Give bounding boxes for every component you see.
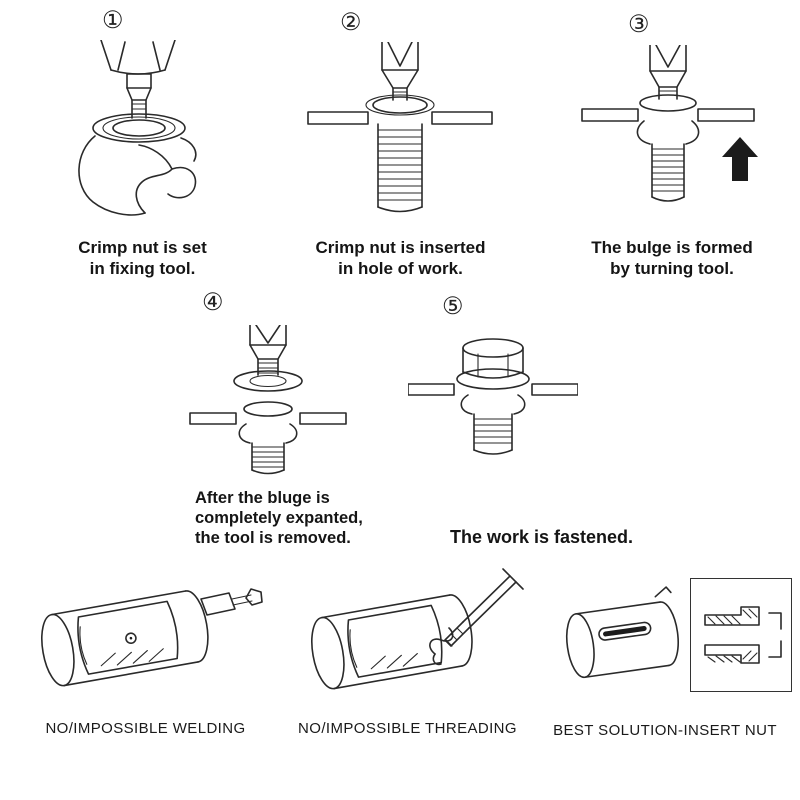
no-threading-illustration: [311, 568, 524, 690]
step2-caption: Crimp nut is inserted in hole of work.: [298, 238, 503, 279]
caption-line: completely expanted,: [195, 509, 363, 528]
step5-number: ⑤: [442, 293, 464, 320]
insert-nut-cross-section: [704, 606, 782, 664]
step3-caption: The bulge is formed by turning tool.: [572, 238, 772, 279]
step4-caption: After the bluge is completely expanted, …: [195, 488, 390, 548]
step5-caption: The work is fastened.: [450, 527, 660, 549]
caption-line: Crimp nut is set: [78, 238, 207, 257]
insert-nut-detail-box: [690, 578, 792, 692]
step2-number: ②: [340, 9, 362, 36]
caption-line: in fixing tool.: [89, 258, 196, 278]
step4-illustration: [189, 325, 347, 475]
no-welding-illustration: [41, 588, 263, 687]
insert-nut-label: BEST SOLUTION-INSERT NUT: [553, 722, 777, 739]
caption-line: in hole of work.: [338, 258, 463, 278]
up-arrow-icon: [722, 137, 758, 181]
tap-tool-icon: [462, 575, 517, 629]
caption-line: The work is fastened.: [450, 527, 634, 547]
caption-line: Crimp nut is inserted: [315, 238, 486, 257]
caption-line: the tool is removed.: [195, 529, 351, 548]
step4-number: ④: [202, 289, 224, 316]
clamp-icon: [200, 592, 236, 616]
step5-illustration: [408, 338, 578, 455]
step1-illustration: [78, 40, 197, 216]
insert-nut-illustration: [565, 586, 679, 679]
caption-line: After the bluge is: [195, 489, 330, 507]
step1-number: ①: [102, 7, 124, 34]
caption-line: by turning tool.: [610, 258, 734, 278]
step2-illustration: [307, 42, 493, 213]
no-threading-label: NO/IMPOSSIBLE THREADING: [298, 720, 517, 737]
caption-line: The bulge is formed: [591, 238, 753, 257]
step1-caption: Crimp nut is set in fixing tool.: [35, 238, 250, 279]
step3-illustration: [581, 45, 758, 202]
step3-number: ③: [628, 11, 650, 38]
hook-icon: [429, 627, 454, 655]
no-welding-label: NO/IMPOSSIBLE WELDING: [45, 720, 246, 737]
